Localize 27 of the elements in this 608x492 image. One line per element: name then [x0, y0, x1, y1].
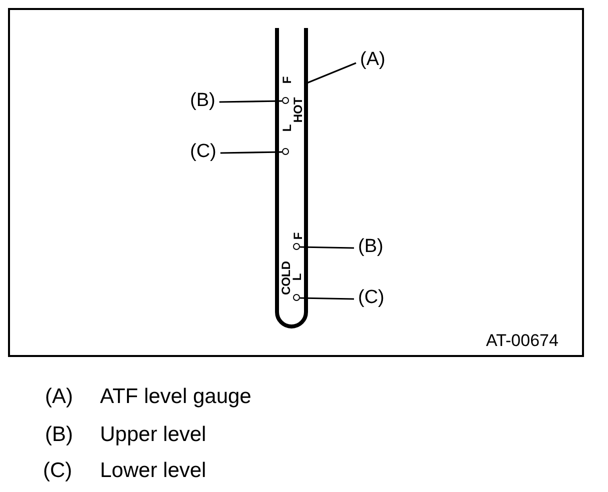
legend-text: Upper level	[100, 424, 206, 446]
gauge-marking: HOT	[292, 97, 304, 123]
callout-letter: (C)	[358, 287, 384, 309]
gauge-marking: F	[281, 76, 293, 84]
level-mark	[293, 294, 300, 301]
legend-key: (A)	[45, 386, 73, 408]
callout-letter: (B)	[358, 236, 384, 258]
level-mark	[293, 243, 300, 250]
gauge-marking: F	[292, 232, 304, 240]
legend-text: ATF level gauge	[100, 386, 252, 408]
leader-line	[300, 297, 354, 300]
legend-text: Lower level	[100, 460, 206, 482]
callout-letter: (A)	[360, 49, 386, 71]
callout-letter: (B)	[190, 90, 216, 112]
level-mark	[282, 97, 289, 104]
legend-key: (C)	[43, 460, 72, 482]
leader-line	[219, 100, 282, 103]
gauge-marking: COLD	[280, 261, 292, 295]
callout-letter: (C)	[190, 141, 216, 163]
gauge-marking: L	[281, 124, 293, 132]
figure-code: AT-00674	[486, 330, 558, 352]
leader-line	[300, 246, 354, 249]
level-mark	[282, 148, 289, 155]
gauge-marking: L	[291, 273, 303, 281]
legend-key: (B)	[45, 424, 73, 446]
leader-line	[306, 62, 356, 84]
leader-line	[220, 151, 282, 154]
